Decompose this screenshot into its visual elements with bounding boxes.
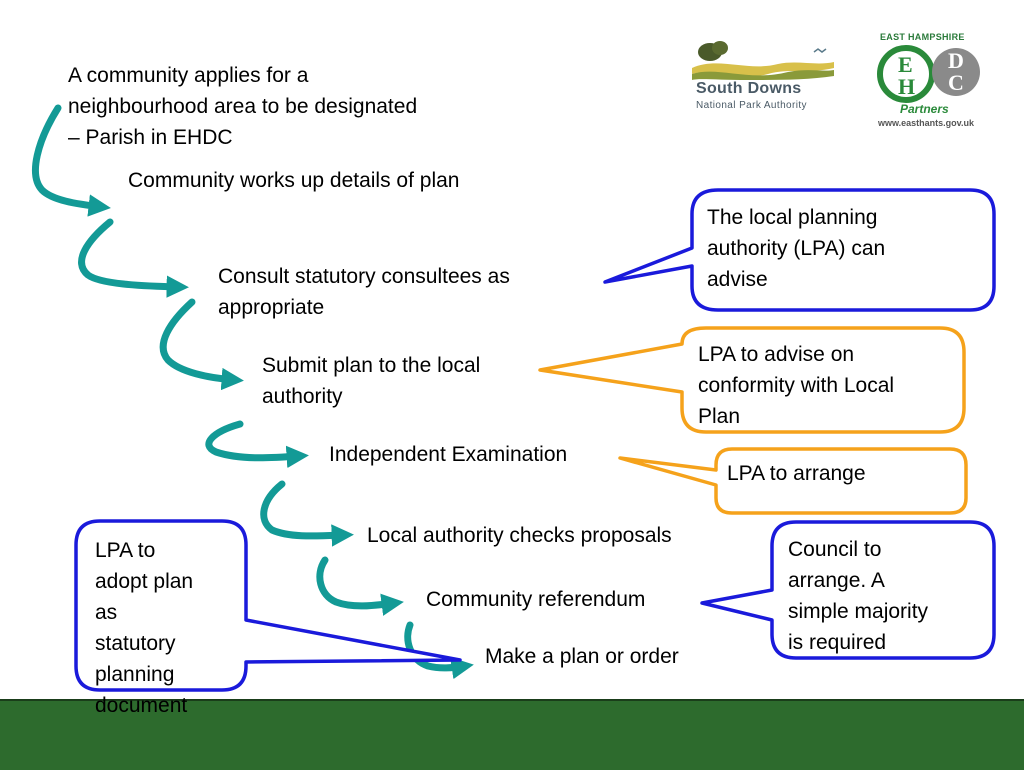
ehdc-url: www.easthants.gov.uk [878, 118, 975, 128]
ehdc-emblem-icon: E H D C [877, 45, 980, 103]
south-downs-name: South Downs [696, 80, 802, 97]
footer-bar [0, 699, 1024, 770]
callout-bubble-conformity [538, 326, 966, 434]
step-examination: Independent Examination [329, 443, 568, 466]
step-la-checks: Local authority checks proposals [367, 524, 672, 547]
callout-text-arrange: LPA to arrange [727, 462, 866, 485]
callout-bubble-lpa-advise [603, 188, 996, 312]
south-downs-logo: South Downs National Park Authority [688, 38, 838, 118]
step-work-up-details: Community works up details of plan [128, 169, 460, 192]
callout-text-council: Council to arrange. A simple majority is… [788, 538, 929, 654]
flow-arrow-2 [78, 218, 189, 298]
south-downs-subtitle: National Park Authority [696, 100, 807, 111]
south-downs-landscape-icon [692, 41, 834, 80]
flow-arrow-5 [260, 480, 354, 547]
step-referendum: Community referendum [426, 588, 646, 611]
flow-arrow-4 [205, 420, 309, 469]
svg-text:C: C [948, 70, 964, 95]
east-hampshire-logo: EAST HAMPSHIRE E H D C Partners www.east… [874, 32, 990, 132]
step-consult: Consult statutory consultees as appropri… [218, 265, 510, 319]
ehdc-partners-text: Partners [900, 102, 949, 116]
svg-text:H: H [898, 74, 915, 99]
ehdc-top-text: EAST HAMPSHIRE [880, 32, 965, 42]
flow-arrow-3 [159, 298, 244, 391]
flow-arrow-7 [404, 621, 474, 680]
step-apply-designation: A community applies for a neighbourhood … [68, 64, 418, 149]
flow-arrow-1 [32, 104, 111, 217]
svg-text:E: E [898, 52, 913, 77]
callout-bubble-arrange [618, 447, 968, 515]
step-make-plan: Make a plan or order [485, 645, 679, 668]
callout-text-conformity: LPA to advise on conformity with Local P… [698, 343, 895, 428]
callout-bubble-council [700, 520, 996, 660]
callout-text-adopt: LPA to adopt plan as statutory planning … [95, 539, 194, 717]
step-submit-plan: Submit plan to the local authority [262, 354, 481, 408]
flow-arrow-6 [316, 556, 404, 616]
flow-arrows [32, 104, 474, 680]
callout-text-lpa-advise: The local planning authority (LPA) can a… [707, 206, 886, 291]
svg-text:D: D [948, 48, 964, 73]
callout-bubble-adopt [74, 519, 462, 692]
